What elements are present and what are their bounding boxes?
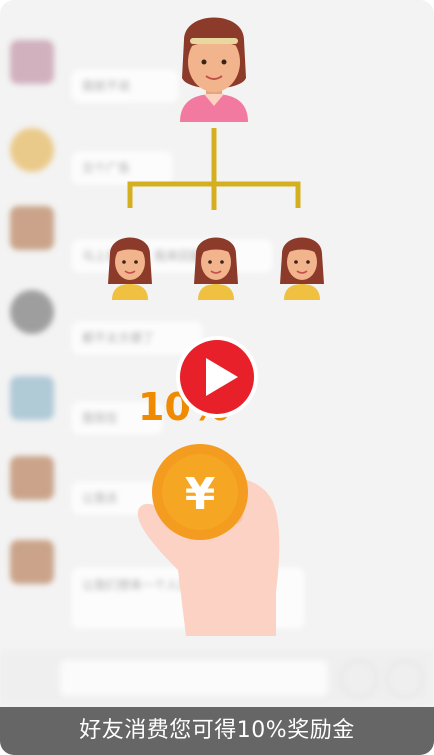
avatar[interactable] (10, 128, 54, 172)
play-button[interactable] (174, 334, 260, 420)
chat-bubble[interactable]: 交个广告 (70, 150, 174, 186)
emoji-button[interactable] (340, 660, 378, 698)
more-button[interactable] (386, 660, 424, 698)
avatar[interactable] (10, 376, 54, 420)
avatar[interactable] (10, 456, 54, 500)
avatar[interactable] (10, 290, 54, 334)
referred-friend-figure (194, 237, 238, 300)
chat-bubble[interactable]: 都不太方便了 (70, 320, 204, 356)
referred-friend-figure (108, 237, 152, 300)
video-caption: 好友消费您可得10%奖励金 (0, 707, 434, 755)
chat-bubble[interactable]: 让我去 (70, 480, 164, 516)
chat-bubble[interactable]: 我就不说 (70, 68, 180, 104)
yuan-coin-icon: ¥ (152, 444, 248, 540)
svg-text:¥: ¥ (185, 469, 216, 520)
avatar[interactable] (10, 540, 54, 584)
avatar[interactable] (10, 40, 54, 84)
avatar[interactable] (10, 206, 54, 250)
referral-tree-lines (127, 128, 301, 210)
play-icon (176, 336, 258, 418)
message-input[interactable] (60, 660, 328, 696)
referred-friend-figure (280, 237, 324, 300)
chat-bubble[interactable]: 我现在 (70, 400, 164, 436)
referrer-figure (180, 17, 248, 122)
